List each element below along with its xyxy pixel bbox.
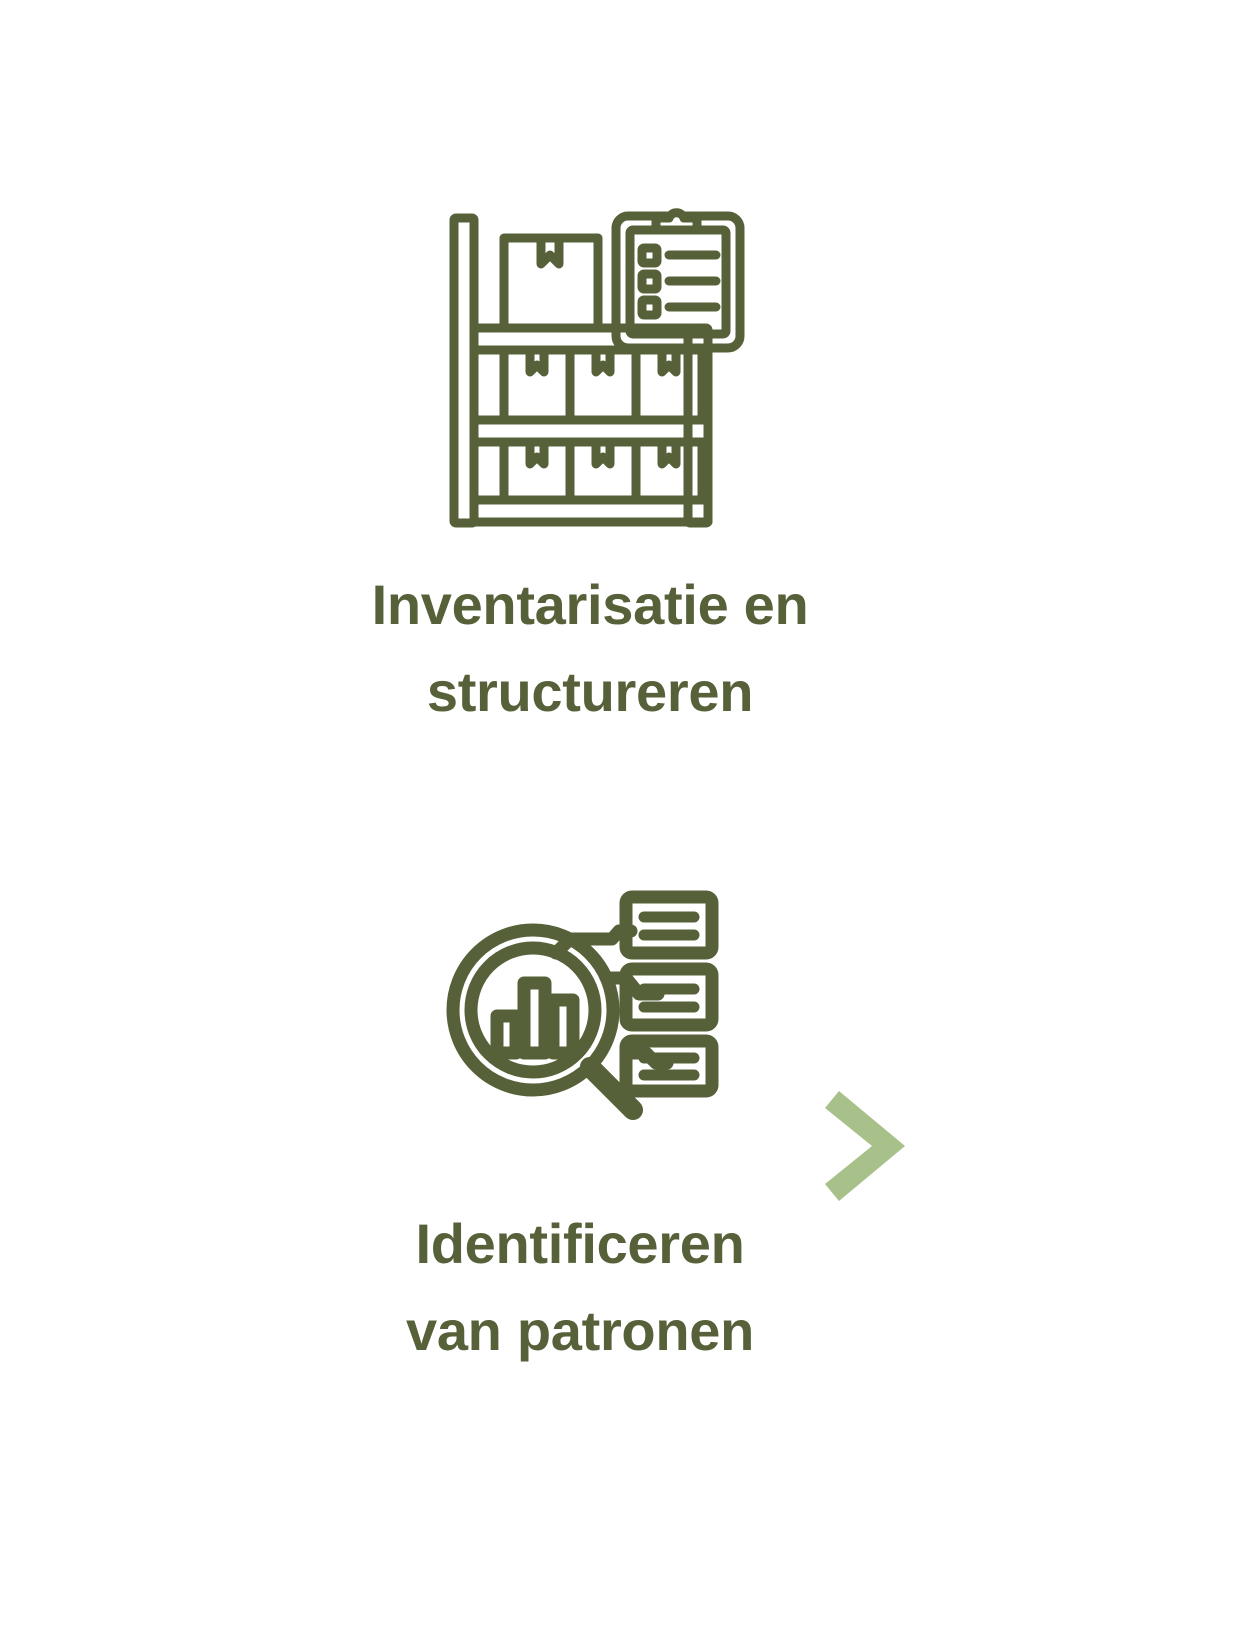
- step-label-line-1: Inventarisatie en: [371, 573, 809, 636]
- step-label-line-2: van patronen: [405, 1298, 754, 1362]
- step-identificeren-van-patronen: Identificeren van patronen: [0, 835, 1160, 1375]
- step-label-identificeren: Identificeren van patronen: [406, 1201, 754, 1375]
- magnifier-bar-chart-with-nodes-icon: [420, 835, 740, 1155]
- step-label-line-2: structureren: [426, 659, 754, 723]
- step-inventarisatie-en-structureren: Inventarisatie en structureren: [0, 200, 1180, 736]
- chevron-right-icon: [825, 1085, 911, 1207]
- step-label-inventarisatie: Inventarisatie en structureren: [372, 562, 809, 736]
- shelf-with-boxes-and-clipboard-icon: [420, 200, 760, 540]
- step-label-line-1: Identificeren: [415, 1212, 745, 1275]
